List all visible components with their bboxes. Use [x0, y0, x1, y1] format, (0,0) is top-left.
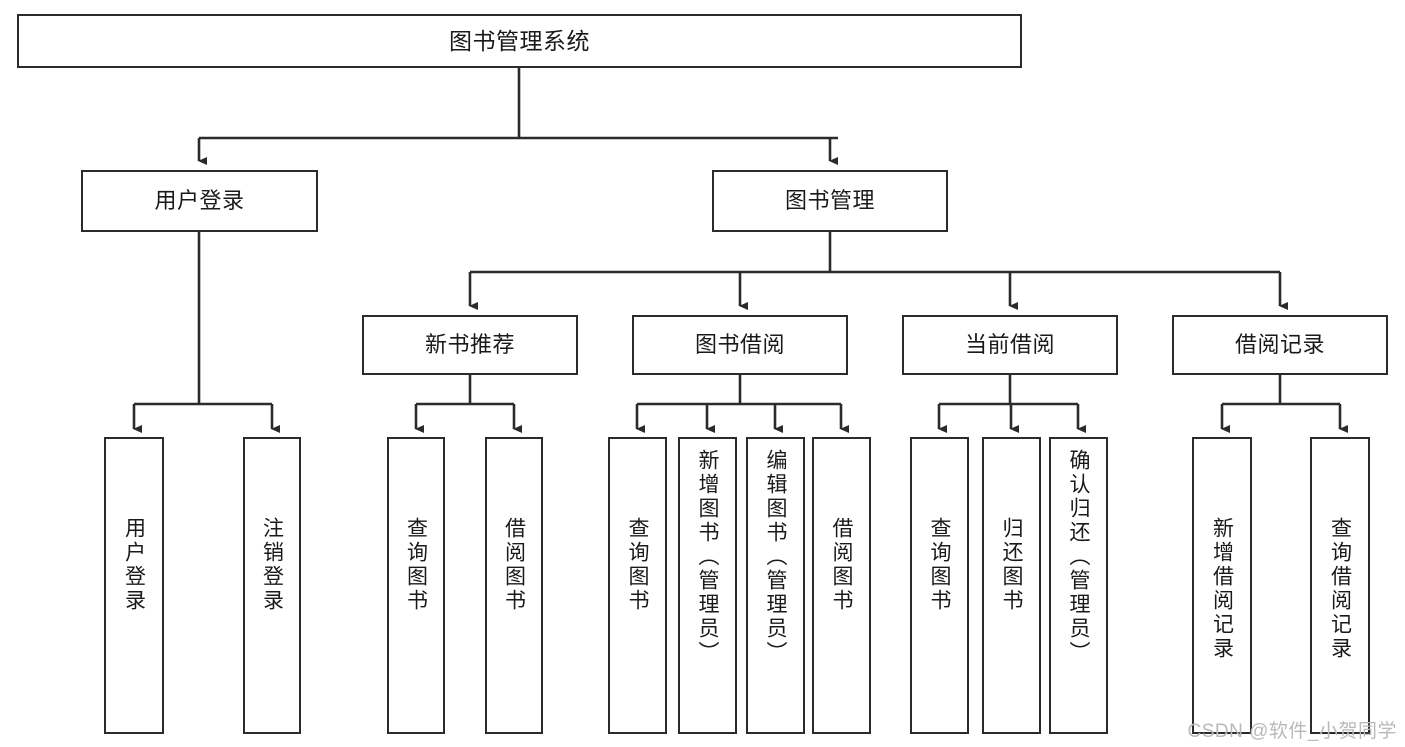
node-user-login[interactable]: 用户登录 — [81, 170, 318, 232]
node-borrow-records[interactable]: 借阅记录 — [1172, 315, 1388, 375]
node-label: 新增借阅记录 — [1210, 517, 1234, 661]
edges-book-mgmt-to-level2 — [468, 232, 1288, 310]
node-current-borrowing[interactable]: 当前借阅 — [902, 315, 1118, 375]
leaf-query-books-borrow[interactable]: 查询图书 — [608, 437, 667, 734]
leaf-add-borrow-record[interactable]: 新增借阅记录 — [1192, 437, 1252, 734]
node-label: 用户登录 — [154, 188, 245, 214]
node-label: 归还图书 — [1000, 517, 1023, 613]
node-label: 查询图书 — [404, 517, 428, 613]
edges-user-login-to-leaves — [132, 232, 280, 433]
leaf-borrow-books-rec[interactable]: 借阅图书 — [485, 437, 543, 734]
node-label: 编辑图书（管理员） — [764, 449, 787, 665]
node-label: 确认归还（管理员） — [1067, 449, 1090, 665]
node-system-root[interactable]: 图书管理系统 — [17, 14, 1022, 68]
leaf-add-book-admin[interactable]: 新增图书（管理员） — [678, 437, 737, 734]
node-book-management[interactable]: 图书管理 — [712, 170, 948, 232]
node-label: 图书借阅 — [694, 332, 785, 358]
node-label: 借阅记录 — [1234, 332, 1325, 358]
leaf-borrow-books[interactable]: 借阅图书 — [812, 437, 871, 734]
node-label: 新书推荐 — [424, 332, 515, 358]
edges-new-book-rec-to-leaves — [414, 375, 522, 433]
edges-borrow-record-to-leaves — [1220, 375, 1348, 433]
node-label: 用户登录 — [122, 517, 146, 613]
node-label: 注销登录 — [260, 517, 284, 613]
edges-root-to-level1 — [197, 68, 838, 165]
leaf-query-borrow-record[interactable]: 查询借阅记录 — [1310, 437, 1370, 734]
node-label: 查询图书 — [928, 517, 951, 613]
leaf-return-books[interactable]: 归还图书 — [982, 437, 1041, 734]
node-label: 查询图书 — [626, 517, 649, 613]
edges-book-borrow-to-leaves — [635, 375, 849, 433]
node-label: 当前借阅 — [964, 332, 1055, 358]
node-book-borrowing[interactable]: 图书借阅 — [632, 315, 848, 375]
node-label: 借阅图书 — [830, 517, 853, 613]
node-label: 新增图书（管理员） — [696, 449, 719, 665]
leaf-logout[interactable]: 注销登录 — [243, 437, 301, 734]
node-label: 借阅图书 — [502, 517, 526, 613]
node-new-book-recommendation[interactable]: 新书推荐 — [362, 315, 578, 375]
leaf-query-books-rec[interactable]: 查询图书 — [387, 437, 445, 734]
leaf-confirm-return-admin[interactable]: 确认归还（管理员） — [1049, 437, 1108, 734]
node-label: 图书管理系统 — [449, 27, 590, 54]
leaf-user-login[interactable]: 用户登录 — [104, 437, 164, 734]
leaf-edit-book-admin[interactable]: 编辑图书（管理员） — [746, 437, 805, 734]
node-label: 查询借阅记录 — [1328, 517, 1352, 661]
leaf-query-books-current[interactable]: 查询图书 — [910, 437, 969, 734]
node-label: 图书管理 — [784, 188, 875, 214]
edges-current-borrow-to-leaves — [937, 375, 1086, 433]
